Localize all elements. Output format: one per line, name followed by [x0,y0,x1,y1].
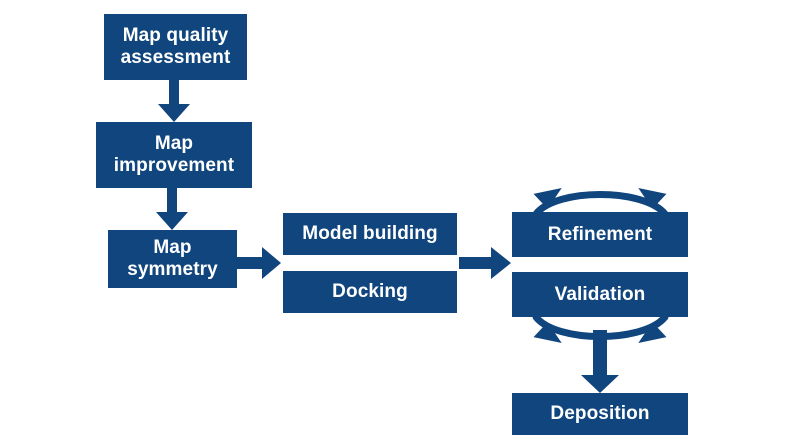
arrow-cycle-top [532,188,669,218]
node-model-building[interactable]: Model building [283,213,457,255]
node-refinement[interactable]: Refinement [512,212,688,257]
node-deposition[interactable]: Deposition [512,393,688,435]
node-docking[interactable]: Docking [283,271,457,313]
node-validation[interactable]: Validation [512,272,688,317]
arrow-quality-to-improvement [158,80,190,122]
node-map-symmetry[interactable]: Map symmetry [108,230,237,288]
arrow-symmetry-to-building [237,247,281,279]
arrow-validation-to-deposition [581,330,619,393]
arrow-improvement-to-symmetry [156,188,188,230]
node-map-improvement[interactable]: Map improvement [96,122,252,188]
arrow-cycle-bottom [532,313,669,343]
arrow-building-to-refinement [459,247,511,279]
node-map-quality-assessment[interactable]: Map quality assessment [104,14,247,80]
